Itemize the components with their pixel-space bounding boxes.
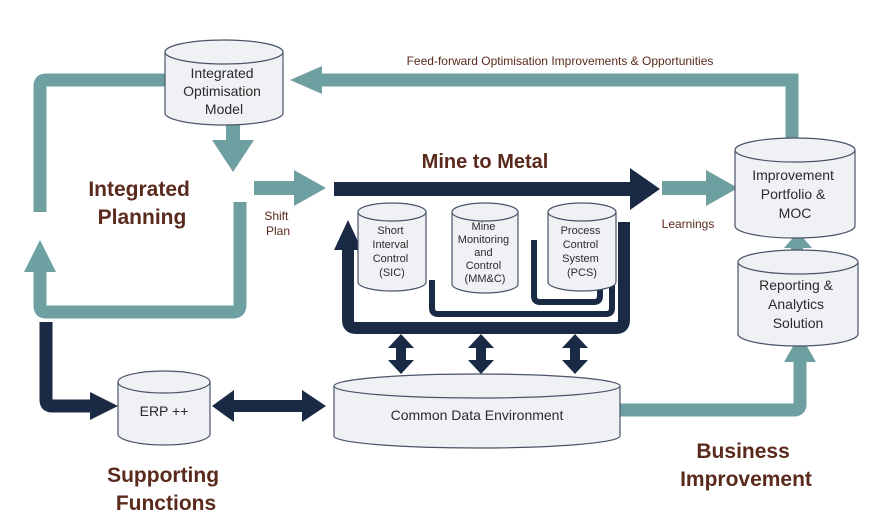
svg-text:Mine Monitoring an: Mine Monitoring and Control (MM&C) <box>458 221 512 285</box>
svg-text:Short Interval Con: Short Interval Control (SIC) <box>372 225 411 279</box>
db-erp[interactable]: ERP ++ <box>117 370 211 446</box>
feed-forward-label: Feed-forward Optimisation Improvements &… <box>407 54 714 68</box>
mine-to-metal-label: Mine to Metal <box>422 151 549 173</box>
db-mmc-line: and <box>474 247 492 259</box>
shift-plan-line: Shift <box>264 209 289 223</box>
db-mmc-line: (MM&C) <box>465 273 506 285</box>
learnings-arrowhead <box>706 170 738 206</box>
shift-plan-label: Shift Plan <box>264 209 291 238</box>
svg-text:Integrated Optimisation: Integrated Optimisation Model <box>183 65 265 117</box>
shift-plan-arrowhead <box>294 170 326 206</box>
svg-text:Process Control Sy: Process Control System (PCS) <box>561 225 604 279</box>
planning-loop-bottom-line <box>33 202 247 319</box>
svg-text:Reporting & Analytics: Reporting & Analytics Solution <box>759 277 837 331</box>
integrated-planning-line: Planning <box>98 206 187 229</box>
db-reporting-line: Analytics <box>768 296 824 312</box>
shift-plan-arrow-shaft <box>254 181 296 195</box>
planning-to-erp-arrowhead <box>90 392 118 420</box>
outer-control-loop <box>342 222 630 334</box>
learnings-arrow-shaft <box>662 181 708 195</box>
feed-forward-line <box>320 73 799 140</box>
db-sic[interactable]: Short Interval Control (SIC) <box>357 202 427 292</box>
supporting-functions-line: Functions <box>116 492 216 515</box>
erp-cde-right-head <box>302 390 326 422</box>
db-mmc-line: Control <box>466 260 501 272</box>
db-optimisation-model[interactable]: Integrated Optimisation Model <box>164 39 284 126</box>
db-common-data-environment[interactable]: Common Data Environment <box>333 373 621 449</box>
business-improvement-label: Business Improvement <box>680 440 812 491</box>
db-pcs-line: System <box>562 253 599 265</box>
db-optimisation-model-line: Integrated <box>191 65 254 81</box>
db-cde-label: Common Data Environment <box>391 407 564 423</box>
db-sic-line: Interval <box>372 239 408 251</box>
mine-to-metal-flow <box>39 168 660 422</box>
db-pcs-line: (PCS) <box>567 267 597 279</box>
supporting-functions-label: Supporting Functions <box>107 464 225 515</box>
db-erp-label: ERP ++ <box>140 403 189 419</box>
cde-to-reporting-line <box>620 362 807 417</box>
db-improvement-portfolio-line: Improvement <box>752 167 834 183</box>
cde-to-reporting-arrowhead <box>784 334 816 362</box>
planning-loop <box>24 73 738 319</box>
db-improvement-portfolio-line: Portfolio & <box>761 186 826 202</box>
db-mmc[interactable]: Mine Monitoring and Control (MM&C) <box>451 202 519 294</box>
cde-link-arrow-3 <box>562 334 588 374</box>
db-optimisation-model-line: Optimisation <box>183 83 261 99</box>
db-reporting-line: Reporting & <box>759 277 834 293</box>
mine-to-metal-arrow-shaft <box>334 182 632 196</box>
svg-text:Improvement Portfolio &: Improvement Portfolio & MOC <box>752 167 838 221</box>
inner-control-loop <box>531 222 603 305</box>
integrated-planning-label: Integrated Planning <box>88 178 195 229</box>
feed-forward-arrowhead <box>290 66 322 94</box>
db-improvement-portfolio-line: MOC <box>779 205 812 221</box>
db-improvement-portfolio[interactable]: Improvement Portfolio & MOC <box>734 137 856 239</box>
outer-control-arrowhead <box>334 220 362 250</box>
business-improvement-line: Business <box>696 440 789 463</box>
erp-cde-left-head <box>212 390 234 422</box>
middle-control-loop <box>429 222 615 317</box>
integrated-planning-line: Integrated <box>88 178 190 201</box>
supporting-functions-line: Supporting <box>107 464 219 487</box>
cde-link-arrow-2 <box>468 334 494 374</box>
learnings-label: Learnings <box>662 217 715 231</box>
db-sic-line: Short <box>377 225 403 237</box>
db-pcs-line: Control <box>563 239 598 251</box>
db-mmc-line: Mine <box>472 221 496 233</box>
feed-forward-loop <box>290 66 799 140</box>
erp-cde-shaft <box>230 400 306 412</box>
db-pcs[interactable]: Process Control System (PCS) <box>547 202 617 292</box>
planning-loop-arrowhead <box>24 240 56 272</box>
db-reporting-analytics[interactable]: Reporting & Analytics Solution <box>737 249 859 347</box>
shift-plan-line: Plan <box>266 224 290 238</box>
mine-to-metal-arrowhead <box>630 168 660 210</box>
model-down-arrowhead <box>212 140 254 172</box>
db-sic-line: (SIC) <box>379 267 405 279</box>
db-sic-line: Control <box>373 253 408 265</box>
db-reporting-line: Solution <box>773 315 824 331</box>
cde-link-arrow-1 <box>388 334 414 374</box>
planning-to-erp-line <box>39 322 92 413</box>
db-mmc-line: Monitoring <box>458 234 509 246</box>
planning-loop-top-line <box>33 73 165 212</box>
db-pcs-line: Process <box>561 225 601 237</box>
business-improvement-line: Improvement <box>680 468 812 491</box>
db-optimisation-model-line: Model <box>205 101 243 117</box>
portfolio-reporting-up-head <box>784 232 812 248</box>
